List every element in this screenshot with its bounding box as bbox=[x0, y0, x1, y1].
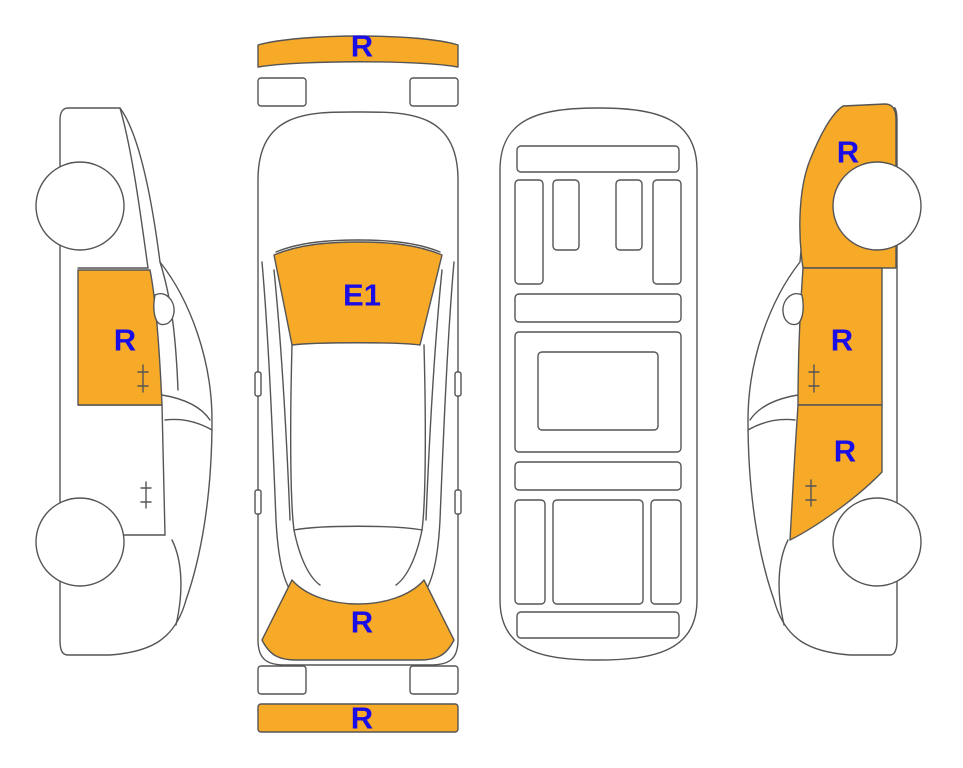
right-rear-wheel bbox=[832, 497, 922, 587]
hood-line-right bbox=[357, 239, 441, 253]
rear-bumper-damage bbox=[257, 703, 459, 733]
rear-window-line bbox=[293, 529, 423, 586]
left-rear-door-handle bbox=[137, 364, 149, 393]
left-front-wheel bbox=[35, 497, 125, 587]
right-window-top bbox=[425, 261, 455, 591]
left-side-front-door-edge bbox=[161, 404, 166, 536]
underbody-rear-floor bbox=[514, 461, 682, 491]
left-rear-door-label: R bbox=[114, 323, 136, 358]
left-side-mirror bbox=[153, 293, 175, 326]
left-side-window-line-2 bbox=[164, 418, 213, 431]
front-bumper-damage bbox=[257, 35, 459, 68]
underbody-rear-crossmember bbox=[516, 611, 680, 639]
top-view: R E1 R R bbox=[254, 29, 462, 736]
right-side-window-line-2 bbox=[747, 418, 796, 431]
front-bumper-label: R bbox=[351, 29, 373, 64]
underbody-front-left-rail bbox=[514, 179, 544, 285]
right-rear-door-damage bbox=[789, 404, 883, 541]
rear-bumper-label: R bbox=[351, 701, 373, 736]
underbody-engine-left bbox=[552, 179, 580, 251]
right-front-door-handle bbox=[808, 364, 820, 393]
underbody-rear-left-rail bbox=[514, 499, 546, 605]
left-window-top bbox=[261, 261, 291, 591]
trunk-lid-damage bbox=[261, 579, 455, 661]
windshield-damage bbox=[273, 241, 443, 346]
rear-right-taillight bbox=[409, 665, 459, 695]
left-mirror-top bbox=[254, 371, 262, 397]
underbody-engine-right bbox=[615, 179, 643, 251]
underbody-rear-right-rail bbox=[650, 499, 682, 605]
right-side-mirror bbox=[782, 293, 804, 326]
underbody-front-right-rail bbox=[652, 179, 682, 285]
right-rear-door-handle bbox=[805, 479, 817, 507]
top-view-body-outline bbox=[257, 111, 459, 666]
left-rear-wheel bbox=[35, 161, 125, 251]
underbody-front-crossmember bbox=[516, 145, 680, 173]
rear-left-taillight bbox=[257, 665, 307, 695]
left-window-inner bbox=[273, 269, 291, 521]
left-rear-handle-top bbox=[254, 489, 262, 515]
underbody-tunnel bbox=[537, 351, 659, 431]
right-side-view: R R R bbox=[747, 103, 922, 656]
front-right-headlight bbox=[409, 77, 459, 107]
right-mirror-top bbox=[454, 371, 462, 397]
right-side-window-line bbox=[749, 394, 799, 421]
right-rear-door-label: R bbox=[834, 434, 856, 469]
left-rear-door-damage bbox=[77, 269, 163, 406]
left-side-lower-line bbox=[171, 539, 182, 626]
right-front-fender-label: R bbox=[837, 135, 859, 170]
left-side-rear-pillar bbox=[159, 261, 179, 391]
right-window-inner bbox=[425, 269, 443, 521]
right-front-wheel bbox=[832, 161, 922, 251]
left-side-window-line bbox=[161, 394, 211, 421]
trunk-lid-label: R bbox=[351, 605, 373, 640]
underbody-front-floor bbox=[514, 293, 682, 323]
hood-line-left bbox=[275, 239, 359, 253]
underbody-rear-center bbox=[552, 499, 644, 605]
underbody-view bbox=[499, 107, 698, 661]
right-front-door-label: R bbox=[831, 323, 853, 358]
left-side-roofline bbox=[119, 107, 149, 269]
right-rear-handle-top bbox=[454, 489, 462, 515]
left-side-view: R bbox=[35, 107, 213, 656]
right-side-lower-line bbox=[778, 539, 789, 626]
left-front-door-handle bbox=[140, 481, 152, 509]
roof-outline bbox=[289, 344, 427, 531]
windshield-label: E1 bbox=[343, 278, 381, 313]
front-left-headlight bbox=[257, 77, 307, 107]
